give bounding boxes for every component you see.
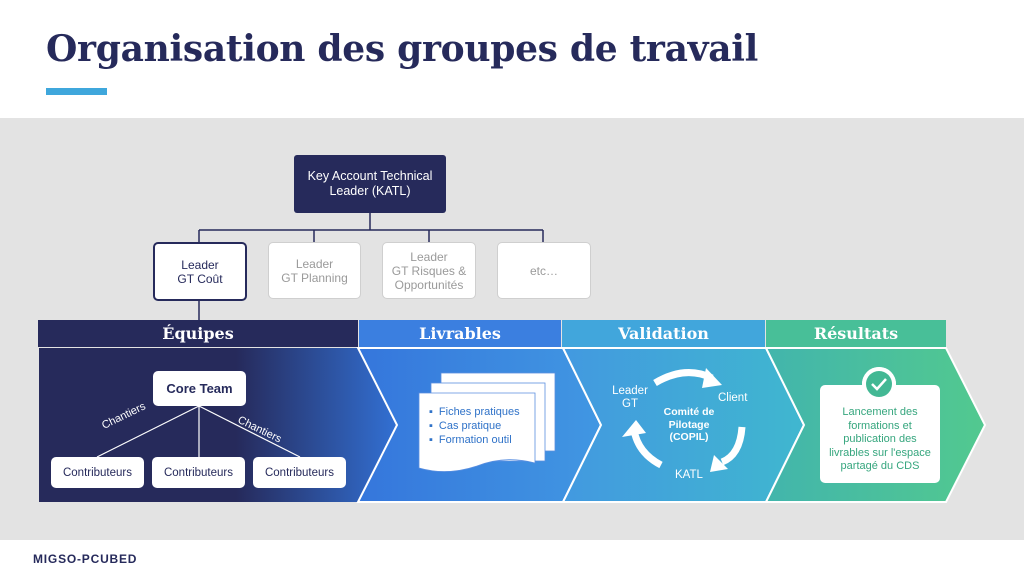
deliverable-item: Fiches pratiques xyxy=(429,405,520,419)
katl-line: Key Account Technical xyxy=(307,169,433,183)
leader-gt-planning-box: Leader GT Planning xyxy=(268,242,361,299)
stage-header-resultats: Résultats xyxy=(766,320,946,347)
validation-leader-label: Leader GT xyxy=(610,385,650,411)
copil-line: Pilotage xyxy=(668,418,710,431)
leader-line: GT Planning xyxy=(281,270,348,285)
leader-line: Leader xyxy=(181,257,219,272)
core-team-box: Core Team xyxy=(153,371,246,406)
validation-client-label: Client xyxy=(718,392,748,404)
contributeurs-box: Contributeurs xyxy=(51,457,144,488)
leader-gt-cout-box: Leader GT Coût xyxy=(153,242,247,301)
validation-leader-line: Leader xyxy=(612,385,648,397)
results-line: formations et xyxy=(848,419,912,432)
contributeurs-box: Contributeurs xyxy=(253,457,346,488)
company-logo: MIGSO-PCUBED xyxy=(33,552,138,566)
leader-line: Leader xyxy=(295,256,334,271)
deliverable-item: Cas pratique xyxy=(429,419,520,433)
results-line: partagé du CDS xyxy=(840,460,920,473)
stage-header-livrables: Livrables xyxy=(359,320,561,347)
deliverable-item: Formation outil xyxy=(429,433,520,447)
contributeurs-label: Contributeurs xyxy=(264,466,335,479)
copil-line: Comité de xyxy=(663,406,715,418)
contributeurs-label: Contributeurs xyxy=(62,466,133,479)
results-badge-overlay xyxy=(862,367,896,401)
katl-line: Leader (KATL) xyxy=(329,184,411,198)
copil-line: (COPIL) xyxy=(669,431,709,443)
katl-box: Key Account Technical Leader (KATL) xyxy=(294,155,446,213)
leader-etc-box: etc… xyxy=(497,242,591,299)
title-underline xyxy=(46,88,107,95)
leader-line: etc… xyxy=(529,263,558,278)
leader-line: Leader xyxy=(410,249,448,264)
leader-line: GT Risques & xyxy=(391,263,467,278)
validation-leader-line: GT xyxy=(622,398,638,410)
stage-header-equipes: Équipes xyxy=(38,320,358,347)
deliverables-list: Fiches pratiques Cas pratique Formation … xyxy=(429,405,520,447)
results-line: livrables sur l'espace xyxy=(829,446,931,459)
results-line: publication des xyxy=(843,433,917,446)
leader-gt-risques-box: Leader GT Risques & Opportunités xyxy=(382,242,476,299)
page-title: Organisation des groupes de travail xyxy=(46,28,758,70)
copil-label: Comité de Pilotage (COPIL) xyxy=(652,406,726,444)
results-box: Lancement des formations et publication … xyxy=(820,385,940,483)
leader-line: Opportunités xyxy=(394,277,464,292)
core-team-label: Core Team xyxy=(166,381,233,396)
contributeurs-label: Contributeurs xyxy=(163,466,234,479)
leader-line: GT Coût xyxy=(177,271,223,286)
results-line: Lancement des xyxy=(842,406,918,419)
validation-katl-label: KATL xyxy=(675,469,703,481)
stage-header-validation: Validation xyxy=(562,320,765,347)
contributeurs-box: Contributeurs xyxy=(152,457,245,488)
